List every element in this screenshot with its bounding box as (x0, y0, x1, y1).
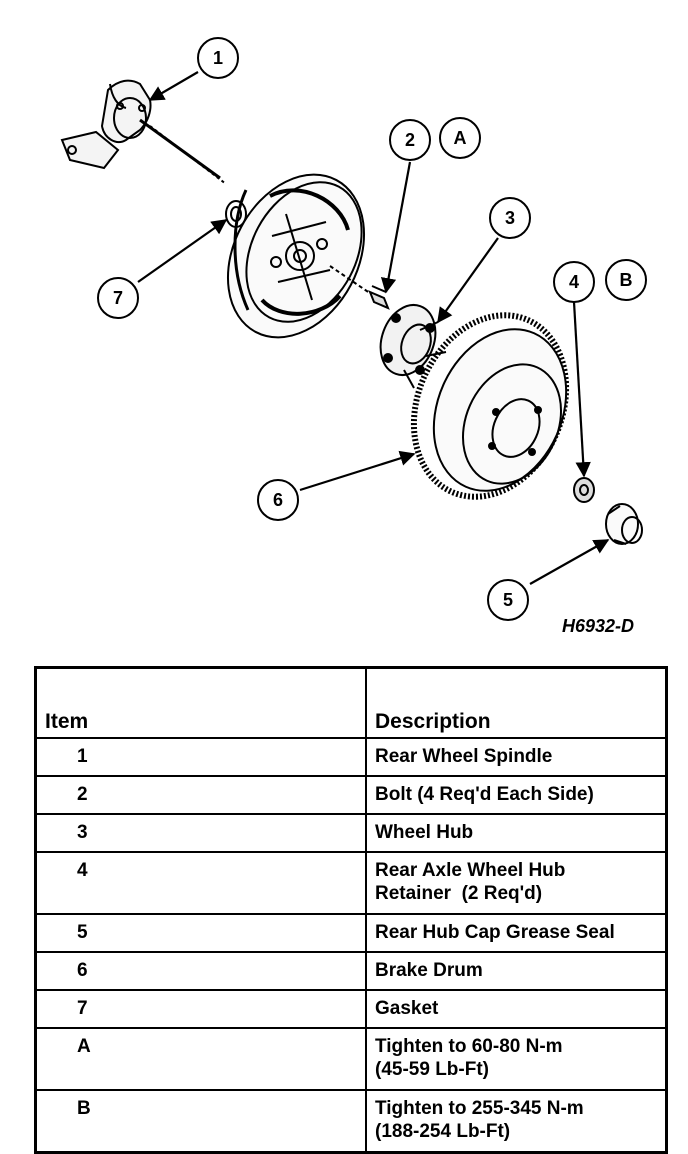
callout-5: 5 (487, 579, 529, 621)
callout-label: 6 (273, 490, 283, 510)
callout-A: A (439, 117, 481, 159)
callout-label: 2 (405, 130, 415, 150)
table-row: 6 Brake Drum (34, 951, 668, 991)
table-row: B Tighten to 255-345 N-m(188-254 Lb-Ft) (34, 1089, 668, 1154)
table-row: A Tighten to 60-80 N-m(45-59 Lb-Ft) (34, 1027, 668, 1091)
callout-7: 7 (97, 277, 139, 319)
description-line: Tighten to 255-345 N-m (375, 1098, 584, 1119)
callout-label: 5 (503, 590, 513, 610)
description-line: Rear Hub Cap Grease Seal (375, 922, 615, 943)
description-line: (188-254 Lb-Ft) (375, 1121, 511, 1142)
brake-backing-plate-drawing (226, 173, 366, 339)
exploded-view-diagram: 1 2 A 3 4 B 5 6 7 (60, 37, 647, 621)
description-cell: Wheel Hub (365, 813, 668, 853)
description-line: Tighten to 60-80 N-m (375, 1036, 563, 1057)
bolt-drawing (368, 285, 390, 310)
table-row: 1 Rear Wheel Spindle (34, 737, 668, 777)
item-cell: 6 (34, 951, 367, 991)
callout-label: 4 (569, 272, 579, 292)
description-cell: Brake Drum (365, 951, 668, 991)
description-line: Wheel Hub (375, 822, 474, 843)
callout-label: 3 (505, 208, 515, 228)
description-line: Rear Wheel Spindle (375, 746, 553, 767)
table-row: 5 Rear Hub Cap Grease Seal (34, 913, 668, 953)
callout-2: 2 (389, 119, 431, 161)
description-line: Gasket (375, 998, 439, 1019)
parts-table: Item Description 1 Rear Wheel Spindle 2 … (34, 666, 668, 1154)
item-cell: A (34, 1027, 367, 1091)
grease-seal-drawing (605, 503, 643, 545)
description-line: Bolt (4 Req'd Each Side) (375, 784, 594, 805)
table-row: 7 Gasket (34, 989, 668, 1029)
wheel-hub-drawing (379, 304, 447, 389)
callout-1: 1 (197, 37, 239, 79)
item-cell: 7 (34, 989, 367, 1029)
brake-drum-drawing (410, 312, 570, 500)
callout-B: B (605, 259, 647, 301)
leader-lines (137, 71, 610, 585)
item-cell: 3 (34, 813, 367, 853)
item-cell: 2 (34, 775, 367, 815)
callout-4: 4 (553, 261, 595, 303)
callout-3: 3 (489, 197, 531, 239)
description-cell: Bolt (4 Req'd Each Side) (365, 775, 668, 815)
description-line: Brake Drum (375, 960, 483, 981)
figure-id: H6932-D (562, 616, 635, 636)
rear-wheel-spindle-drawing (60, 79, 227, 185)
callout-6: 6 (257, 479, 299, 521)
item-column-header: Item (34, 666, 367, 739)
description-column-header: Description (365, 666, 668, 739)
callout-label: 7 (113, 288, 123, 308)
description-line: Retainer (2 Req'd) (375, 883, 543, 904)
item-cell: 1 (34, 737, 367, 777)
item-cell: 4 (34, 851, 367, 915)
table-row: 3 Wheel Hub (34, 813, 668, 853)
hub-retainer-drawing (573, 477, 595, 503)
description-line: (45-59 Lb-Ft) (375, 1059, 489, 1080)
description-cell: Rear Hub Cap Grease Seal (365, 913, 668, 953)
callout-label: B (620, 270, 633, 290)
item-cell: 5 (34, 913, 367, 953)
description-line: Rear Axle Wheel Hub (375, 860, 566, 881)
table-header-row: Item Description (34, 666, 668, 739)
description-cell: Rear Wheel Spindle (365, 737, 668, 777)
item-cell: B (34, 1089, 367, 1154)
description-cell: Gasket (365, 989, 668, 1029)
description-cell: Tighten to 60-80 N-m(45-59 Lb-Ft) (365, 1027, 668, 1091)
table-row: 2 Bolt (4 Req'd Each Side) (34, 775, 668, 815)
description-cell: Tighten to 255-345 N-m(188-254 Lb-Ft) (365, 1089, 668, 1154)
callout-label: A (454, 128, 467, 148)
callout-label: 1 (213, 48, 223, 68)
